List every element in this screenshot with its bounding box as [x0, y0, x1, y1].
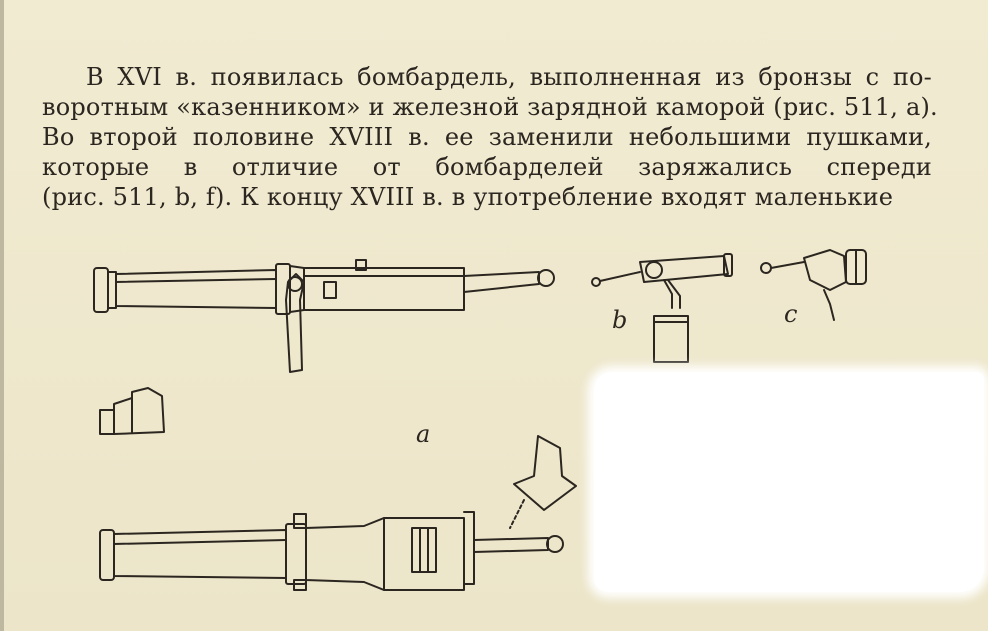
chamber-piece-illustration: [99, 387, 165, 435]
bombardel-upper-illustration: [93, 259, 555, 373]
text-line-5: (рис. 511, b, f). К концу XVIII в. в упо…: [42, 183, 894, 211]
bombardel-lower-illustration: [99, 435, 577, 591]
figure-label-c: c: [784, 300, 798, 328]
cannon-b-illustration: [591, 253, 733, 363]
text-line-2: воротным «казенником» и железной зарядно…: [42, 93, 938, 121]
text-line-4: которые в отличие от бомбарделей заряжал…: [42, 153, 932, 181]
redacted-area: [594, 372, 984, 592]
figure-511: [93, 249, 867, 591]
figure-label-b: b: [612, 306, 628, 334]
cannon-c-illustration: [760, 249, 867, 321]
body-paragraph: В XVI в. появилась бомбардель, выполненн…: [42, 62, 938, 212]
text-line-3: Во второй половине XVIII в. ее заменили …: [42, 123, 932, 151]
figure-label-a: a: [416, 420, 431, 448]
text-line-1: В XVI в. появилась бомбардель, выполненн…: [86, 63, 932, 91]
